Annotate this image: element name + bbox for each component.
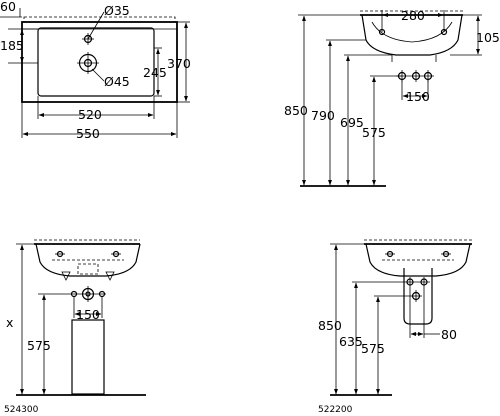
dim-520: 520 — [78, 107, 102, 122]
semi-pedestal-522200 — [403, 268, 433, 325]
dim-575-522200: 575 — [361, 341, 385, 356]
dim-575: 575 — [362, 125, 386, 140]
dim-790: 790 — [311, 108, 335, 123]
rim-band — [23, 16, 176, 23]
dim-575-524300: 575 — [27, 338, 51, 353]
dim-550: 550 — [76, 126, 100, 141]
dim-d45: Ø45 — [104, 74, 130, 89]
bowl-inner-outline — [37, 27, 155, 97]
front-elevation-view: 280 105 150 850 790 695 575 — [284, 8, 500, 187]
dim-850: 850 — [284, 103, 308, 118]
dim-105: 105 — [476, 30, 500, 45]
basin-profile-522200 — [365, 243, 471, 277]
dim-280: 280 — [401, 8, 425, 23]
dim-d35: Ø35 — [104, 3, 130, 18]
dim-185: 185 — [0, 38, 24, 53]
basin-profile — [361, 14, 463, 56]
dim-370: 370 — [167, 56, 191, 71]
pedestal-524300 — [71, 319, 105, 395]
top-view: 60 185 Ø35 Ø45 245 370 520 550 — [0, 0, 191, 141]
dim-635: 635 — [339, 334, 363, 349]
basin-profile-524300 — [35, 243, 141, 277]
model-code-522200: 522200 — [318, 405, 353, 415]
dim-150: 150 — [406, 89, 430, 104]
front-view-522200: 80 850 635 575 522200 — [318, 239, 472, 415]
dim-150-524300: 150 — [76, 307, 100, 322]
front-view-524300: 150 x 575 524300 — [4, 239, 146, 415]
model-code-524300: 524300 — [4, 405, 39, 415]
dim-695: 695 — [340, 115, 364, 130]
dim-80: 80 — [441, 327, 457, 342]
dim-850-522200: 850 — [318, 318, 342, 333]
dim-245: 245 — [143, 65, 167, 80]
dim-60: 60 — [0, 0, 16, 14]
dim-x: x — [6, 315, 13, 330]
